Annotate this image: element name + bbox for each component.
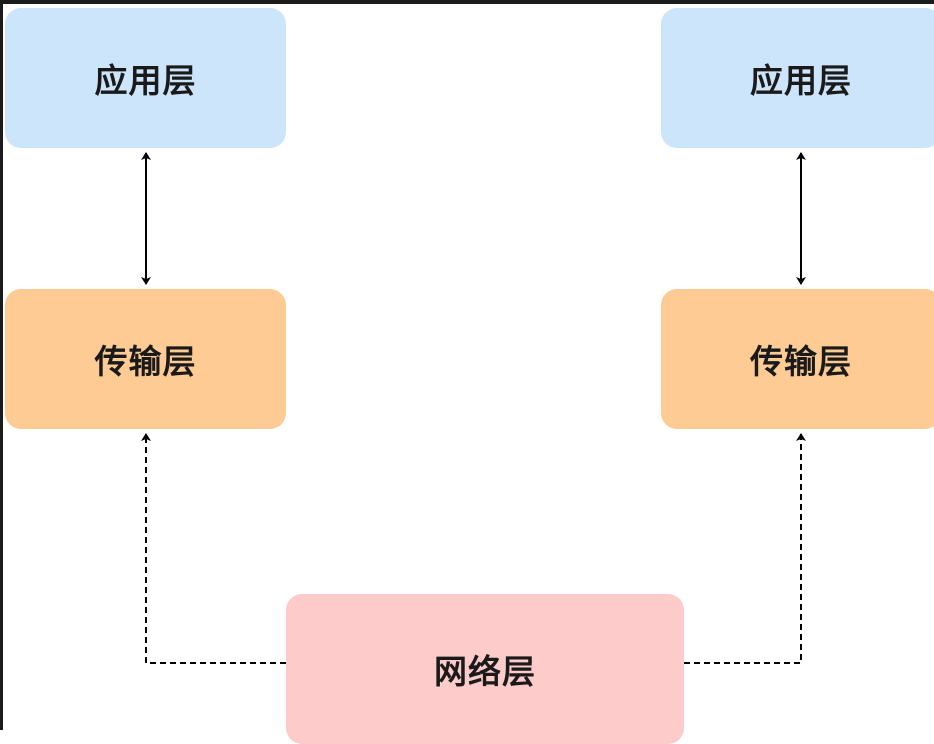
- transport-layer-right-label: 传输层: [750, 342, 852, 381]
- dashed-arrow-network-to-transport-right: [684, 433, 806, 664]
- window-frame-left: [0, 0, 3, 730]
- network-layer-label: 网络层: [434, 652, 536, 691]
- transport-layer-right: 传输层: [661, 289, 934, 429]
- transport-layer-left-label: 传输层: [94, 342, 197, 381]
- application-layer-right: 应用层: [661, 8, 934, 148]
- dashed-arrow-network-to-transport-left: [141, 433, 286, 664]
- transport-layer-left: 传输层: [5, 289, 286, 429]
- application-layer-left: 应用层: [5, 8, 286, 148]
- window-frame-top: [0, 0, 934, 4]
- application-layer-left-label: 应用层: [94, 61, 197, 100]
- application-layer-right-label: 应用层: [750, 61, 852, 100]
- network-layer: 网络层: [286, 594, 684, 744]
